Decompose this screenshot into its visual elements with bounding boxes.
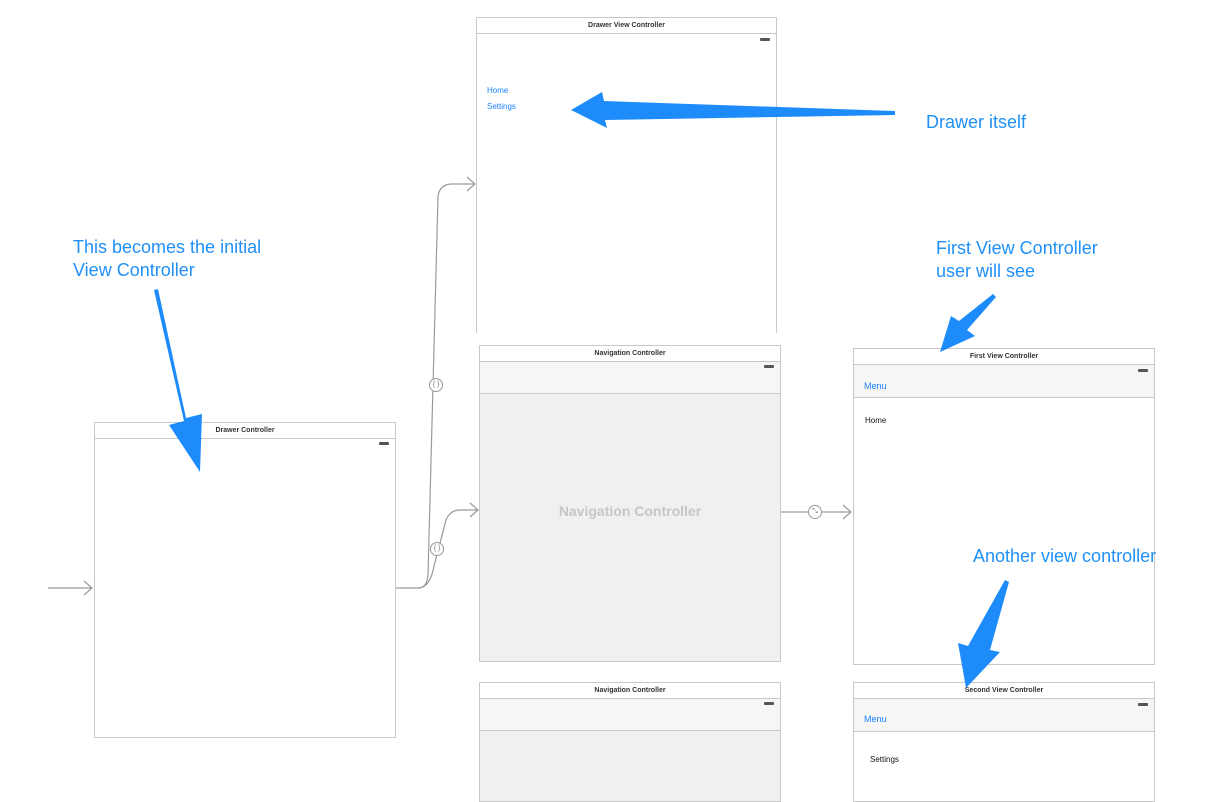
annotation-drawer-itself: Drawer itself (926, 111, 1026, 134)
annotation-line: View Controller (73, 260, 195, 280)
menu-item-settings[interactable]: Settings (487, 102, 516, 111)
battery-icon (379, 442, 389, 445)
annotation-line: This becomes the initial (73, 237, 262, 257)
embed-segue-badge[interactable]: { } (429, 378, 443, 392)
second-view-controller-scene[interactable]: Second View Controller Menu Settings (853, 682, 1155, 802)
battery-icon (1138, 703, 1148, 706)
navigation-controller-placeholder-label: Navigation Controller (558, 503, 702, 519)
first-view-controller-scene[interactable]: First View Controller Menu Home (853, 348, 1155, 665)
annotation-line: user will see (936, 261, 1036, 281)
navigation-bar (480, 362, 780, 394)
scene-title: Drawer View Controller (477, 18, 776, 34)
annotation-line: Drawer itself (926, 112, 1027, 132)
arrow-to-second-view-controller (958, 580, 1009, 688)
navigation-controller-scene[interactable]: Navigation Controller Navigation Control… (479, 345, 781, 662)
battery-icon (764, 365, 774, 368)
battery-icon (764, 702, 774, 705)
drawer-controller-scene[interactable]: Drawer Controller (94, 422, 396, 738)
menu-item-home[interactable]: Home (487, 86, 509, 95)
navigation-bar (480, 699, 780, 731)
annotation-line: First View Controller (936, 238, 1098, 258)
embed-segue-badge[interactable]: { } (430, 542, 444, 556)
content-label: Home (865, 416, 887, 425)
content-label: Settings (870, 755, 899, 764)
annotation-another-vc: Another view controller (973, 545, 1156, 568)
scene-title: Navigation Controller (480, 683, 780, 699)
menu-bar-button[interactable]: Menu (864, 381, 887, 391)
drawer-view-controller-scene[interactable]: Drawer View Controller Home Settings (476, 17, 777, 333)
scene-title: Drawer Controller (95, 423, 395, 439)
menu-bar-button[interactable]: Menu (864, 714, 887, 724)
initial-entry-arrowhead (83, 580, 93, 596)
annotation-line: Another view controller (973, 546, 1157, 566)
arrow-to-drawer-view-controller (571, 92, 895, 128)
navigation-bar: Menu (854, 365, 1154, 398)
root-segue-badge[interactable]: ⤡ (808, 505, 822, 519)
scene-title: First View Controller (854, 349, 1154, 365)
annotation-initial-vc: This becomes the initial View Controller (73, 236, 261, 282)
annotation-first-vc: First View Controller user will see (936, 237, 1098, 283)
scene-title: Second View Controller (854, 683, 1154, 699)
battery-icon (760, 38, 770, 41)
segue-to-navigation-controller (417, 509, 478, 589)
arrow-to-first-view-controller (940, 294, 996, 352)
scene-title: Navigation Controller (480, 346, 780, 362)
navigation-bar: Menu (854, 699, 1154, 732)
navigation-controller-scene[interactable]: Navigation Controller (479, 682, 781, 802)
arrow-to-drawer-controller (154, 289, 202, 472)
battery-icon (1138, 369, 1148, 372)
